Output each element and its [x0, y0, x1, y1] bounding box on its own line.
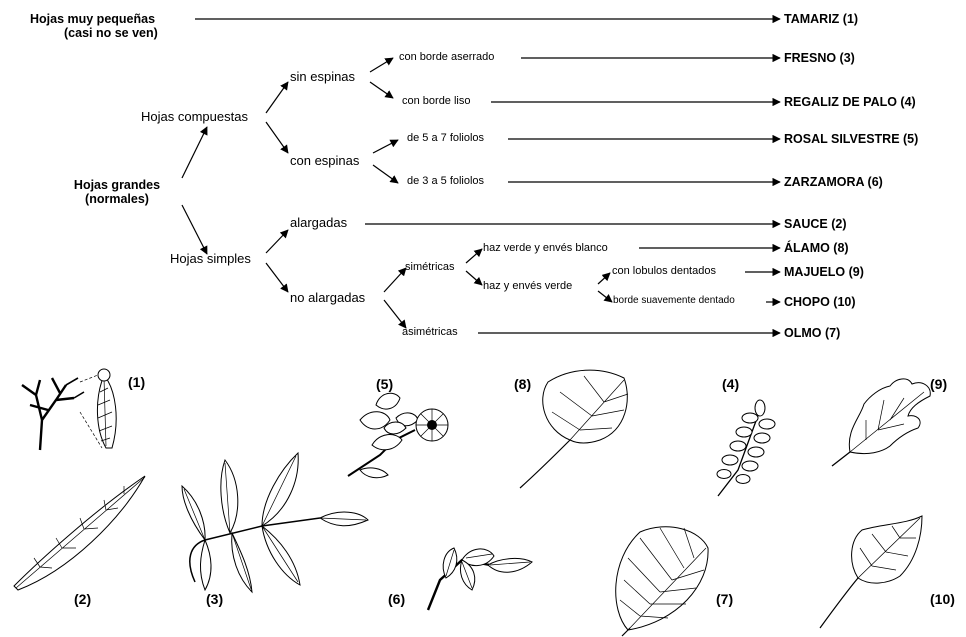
- figure-number-9: (9): [930, 377, 947, 391]
- ash-leaf-illustration: [182, 453, 368, 592]
- symmetric-label: simétricas: [405, 262, 455, 273]
- simple-leaves-label: Hojas simples: [170, 252, 251, 265]
- soft-toothed-label: borde suavemente dentado: [613, 296, 735, 306]
- elongated-label: alargadas: [290, 216, 347, 229]
- result-chopo: CHOPO (10): [784, 296, 856, 309]
- elm-leaf-illustration: [616, 527, 708, 636]
- small-leaves-label: Hojas muy pequeñas: [30, 13, 155, 26]
- blackberry-illustration: [428, 548, 532, 610]
- arrow-to-smooth: [370, 82, 393, 98]
- result-tamariz: TAMARIZ (1): [784, 13, 858, 26]
- figure-number-6: (6): [388, 592, 405, 606]
- figure-number-7: (7): [716, 592, 733, 606]
- figure-number-8: (8): [514, 377, 531, 391]
- figure-number-10: (10): [930, 592, 955, 606]
- result-sauce: SAUCE (2): [784, 218, 847, 231]
- lobed-label: con lobulos dentados: [612, 266, 716, 277]
- result-alamo: ÁLAMO (8): [784, 242, 849, 255]
- hawthorn-leaf-illustration: [832, 379, 930, 466]
- wild-rose-illustration: [348, 393, 448, 477]
- arrow-to-thorns: [266, 122, 288, 153]
- result-fresno: FRESNO (3): [784, 52, 855, 65]
- result-olmo: OLMO (7): [784, 327, 840, 340]
- not-elongated-label: no alargadas: [290, 291, 365, 304]
- white-poplar-leaf-illustration: [520, 370, 628, 488]
- figure-number-2: (2): [74, 592, 91, 606]
- figure-number-4: (4): [722, 377, 739, 391]
- arrow-to-leaflets-3-5: [373, 165, 398, 183]
- arrow-to-lobed: [598, 273, 610, 284]
- leaflets-5-7-label: de 5 a 7 foliolos: [407, 133, 484, 144]
- arrow-to-not-elongated: [266, 263, 288, 292]
- leaflets-3-5-label: de 3 a 5 foliolos: [407, 176, 484, 187]
- asymmetric-label: asimétricas: [402, 327, 458, 338]
- arrow-to-green-white: [466, 249, 482, 263]
- black-poplar-leaf-illustration: [820, 516, 922, 628]
- result-rosal: ROSAL SILVESTRE (5): [784, 133, 918, 146]
- arrow-to-compound: [182, 127, 207, 178]
- figure-number-3: (3): [206, 592, 223, 606]
- big-leaves-sublabel: (normales): [62, 193, 172, 206]
- no-thorns-label: sin espinas: [290, 70, 355, 83]
- thorns-label: con espinas: [290, 154, 359, 167]
- big-leaves-label: Hojas grandes: [62, 179, 172, 192]
- figure-number-1: (1): [128, 375, 145, 389]
- result-majuelo: MAJUELO (9): [784, 266, 864, 279]
- arrow-to-soft-toothed: [598, 291, 612, 302]
- smooth-edge-label: con borde liso: [402, 96, 471, 107]
- arrow-to-green-green: [466, 271, 482, 285]
- willow-leaf-illustration: [14, 476, 145, 590]
- serrated-edge-label: con borde aserrado: [399, 52, 494, 63]
- result-regaliz: REGALIZ DE PALO (4): [784, 96, 916, 109]
- result-zarzamora: ZARZAMORA (6): [784, 176, 883, 189]
- tamarisk-sprig-illustration: [22, 369, 116, 450]
- arrow-to-symmetric: [384, 268, 406, 292]
- compound-leaves-label: Hojas compuestas: [141, 110, 248, 123]
- arrow-to-elongated: [266, 230, 288, 253]
- arrow-to-serrated: [370, 58, 393, 72]
- licorice-leaf-illustration: [717, 400, 775, 496]
- arrow-to-no-thorns: [266, 82, 288, 113]
- arrow-to-leaflets-5-7: [373, 140, 398, 153]
- green-green-label: haz y envés verde: [483, 281, 572, 292]
- arrow-to-asymmetric: [384, 300, 406, 328]
- arrow-to-simple: [182, 205, 207, 254]
- small-leaves-sublabel: (casi no se ven): [64, 27, 158, 40]
- figure-number-5: (5): [376, 377, 393, 391]
- green-white-label: haz verde y envés blanco: [483, 243, 608, 254]
